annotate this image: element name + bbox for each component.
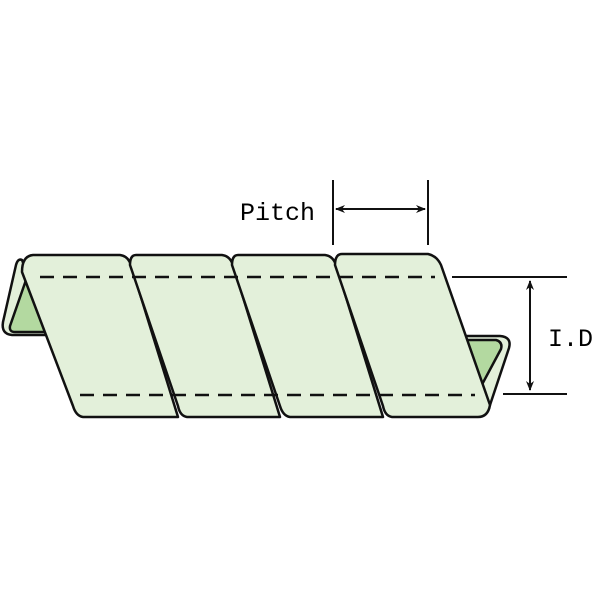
id-dimension	[452, 276, 567, 395]
band-segment-4	[333, 252, 492, 419]
band-segment-2	[128, 253, 282, 419]
band-segment-1	[20, 253, 180, 419]
hidden-edge-lines	[40, 275, 475, 397]
id-label: I.D	[548, 325, 593, 354]
pitch-dimension	[332, 180, 429, 245]
spiral-band	[20, 252, 492, 419]
pitch-label: Pitch	[240, 199, 315, 228]
